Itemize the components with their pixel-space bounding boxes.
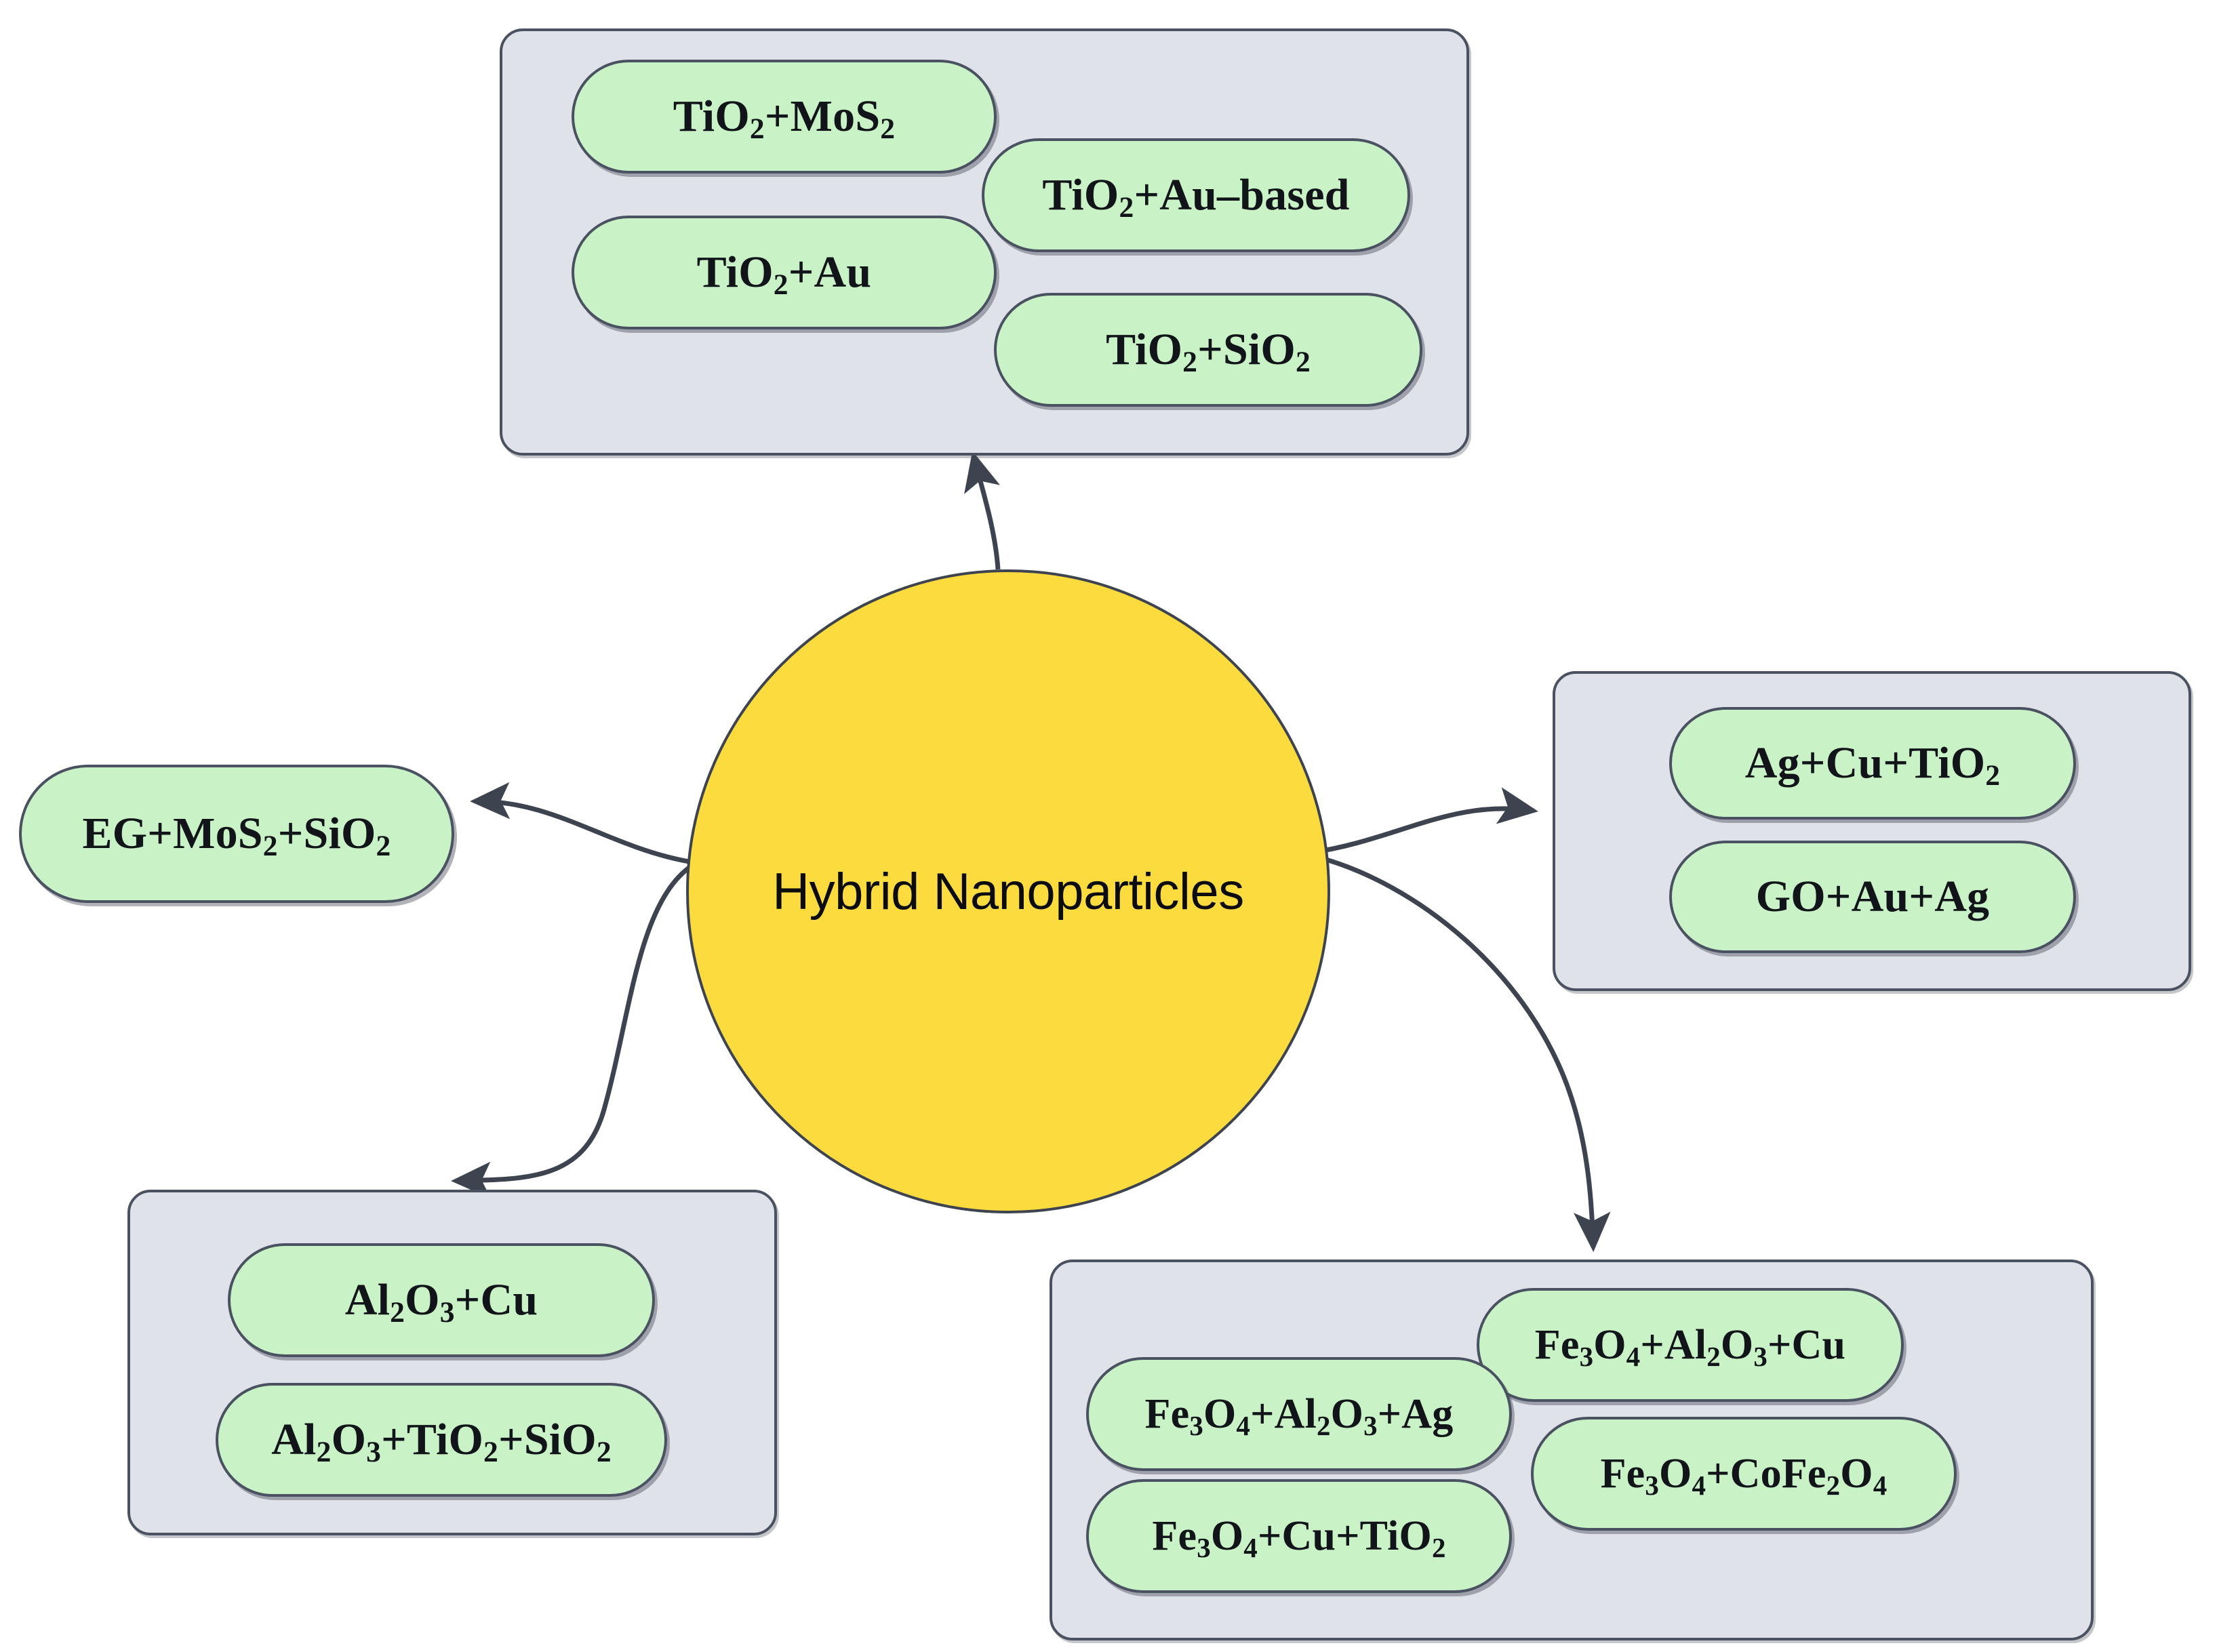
edge-center-to-alumina [451,863,694,1199]
pill-label-ag-cu-tio2: Ag+Cu+TiO2 [1744,738,2001,792]
pill-go-au-ag[interactable]: GO+Au+Ag [1669,841,2076,953]
pill-label-tio2-sio2: TiO2+SiO2 [1106,325,1311,379]
pill-label-al2o3-tio2-sio2: Al2O3+TiO2+SiO2 [271,1415,612,1469]
edge-center-to-metal [1309,787,1538,855]
pill-fe3o4-cu-tio2[interactable]: Fe3O4+Cu+TiO2 [1086,1479,1512,1593]
pill-label-tio2-mos2: TiO2+MoS2 [673,92,896,146]
pill-tio2-mos2[interactable]: TiO2+MoS2 [572,60,997,174]
edge-center-to-graphene [470,782,694,865]
edge-center-to-magnetite [1311,853,1611,1252]
pill-label-fe3o4-al2o3-cu: Fe3O4+Al2O3+Cu [1534,1322,1846,1372]
pill-tio2-au[interactable]: TiO2+Au [572,216,997,329]
pill-label-fe3o4-al2o3-ag: Fe3O4+Al2O3+Ag [1144,1391,1454,1441]
pill-label-fe3o4-cofe2o4: Fe3O4+CoFe2O4 [1600,1451,1888,1501]
pill-fe3o4-cofe2o4[interactable]: Fe3O4+CoFe2O4 [1531,1417,1957,1531]
pill-tio2-sio2[interactable]: TiO2+SiO2 [994,293,1422,407]
pill-label-tio2-au-based: TiO2+Au–based [1042,170,1350,224]
pill-al2o3-cu[interactable]: Al2O3+Cu [228,1243,655,1357]
pill-ag-cu-tio2[interactable]: Ag+Cu+TiO2 [1669,707,2076,820]
pill-eg-mos2-sio2[interactable]: EG+MoS2+SiO2 [19,765,454,903]
pill-label-al2o3-cu: Al2O3+Cu [344,1275,538,1329]
center-node-label: Hybrid Nanoparticles [772,862,1244,921]
pill-fe3o4-al2o3-ag[interactable]: Fe3O4+Al2O3+Ag [1086,1357,1512,1471]
pill-label-fe3o4-cu-tio2: Fe3O4+Cu+TiO2 [1152,1513,1446,1563]
pill-fe3o4-al2o3-cu[interactable]: Fe3O4+Al2O3+Cu [1477,1288,1904,1402]
pill-label-eg-mos2-sio2: EG+MoS2+SiO2 [82,809,391,863]
pill-label-go-au-ag: GO+Au+Ag [1755,872,1990,921]
pill-tio2-au-based[interactable]: TiO2+Au–based [982,138,1410,252]
edge-center-to-titania [964,451,1001,570]
pill-label-tio2-au: TiO2+Au [696,247,872,302]
pill-al2o3-tio2-sio2[interactable]: Al2O3+TiO2+SiO2 [216,1383,667,1497]
center-node-hybrid-nanoparticles[interactable]: Hybrid Nanoparticles [686,569,1330,1213]
